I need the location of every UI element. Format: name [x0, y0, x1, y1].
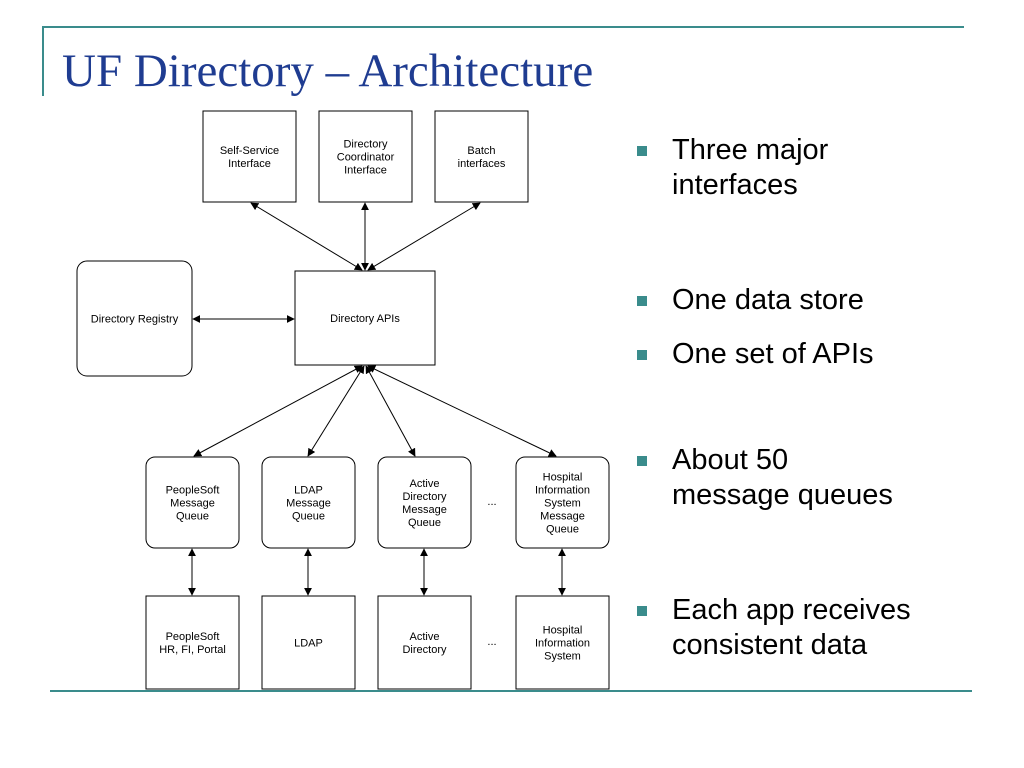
- ldap-app-label: LDAP: [294, 638, 323, 650]
- apps-ellipsis: ...: [487, 636, 496, 648]
- connector-apis-ldap-queue: [307, 365, 365, 457]
- active-directory-queue-box: [377, 456, 472, 549]
- self-service-interface-box: [202, 110, 297, 203]
- ldap-queue-box: [261, 456, 356, 549]
- directory-registry-label: Directory Registry: [91, 314, 179, 326]
- peoplesoft-app-box: [145, 595, 240, 690]
- hospital-app-box: [515, 595, 610, 690]
- connector-apis-peoplesoft-queue: [193, 365, 363, 457]
- bullet-square-icon: [637, 296, 647, 306]
- connector-apis-ad-queue: [365, 365, 416, 457]
- peoplesoft-queue-box: [145, 456, 240, 549]
- top-divider: [42, 26, 964, 28]
- batch-interfaces-box: [434, 110, 529, 203]
- connector-batch-apis: [367, 202, 481, 271]
- bullet-square-icon: [637, 456, 647, 466]
- connector-self-service-apis: [250, 202, 363, 271]
- title-accent-rule: [42, 26, 44, 96]
- connector-apis-hospital-queue: [367, 365, 557, 457]
- bullet-square-icon: [637, 606, 647, 616]
- bullet-item: One set of APIs: [634, 337, 1014, 372]
- bullet-square-icon: [637, 350, 647, 360]
- directory-registry-box: [76, 260, 193, 377]
- active-directory-app-box: [377, 595, 472, 690]
- directory-apis-box: [294, 270, 436, 366]
- hospital-queue-box: [515, 456, 610, 549]
- bottom-divider: [50, 690, 972, 692]
- bullet-text: One data store: [672, 284, 864, 316]
- bullet-square-icon: [637, 146, 647, 156]
- slide-title: UF Directory – Architecture: [62, 45, 594, 97]
- bullet-text: One set of APIs: [672, 338, 874, 370]
- directory-apis-label: Directory APIs: [330, 313, 400, 325]
- directory-coordinator-interface-box: [318, 110, 413, 203]
- bullet-item: One data store: [634, 283, 1014, 318]
- queues-ellipsis: ...: [487, 496, 496, 508]
- ldap-app-box: [261, 595, 356, 690]
